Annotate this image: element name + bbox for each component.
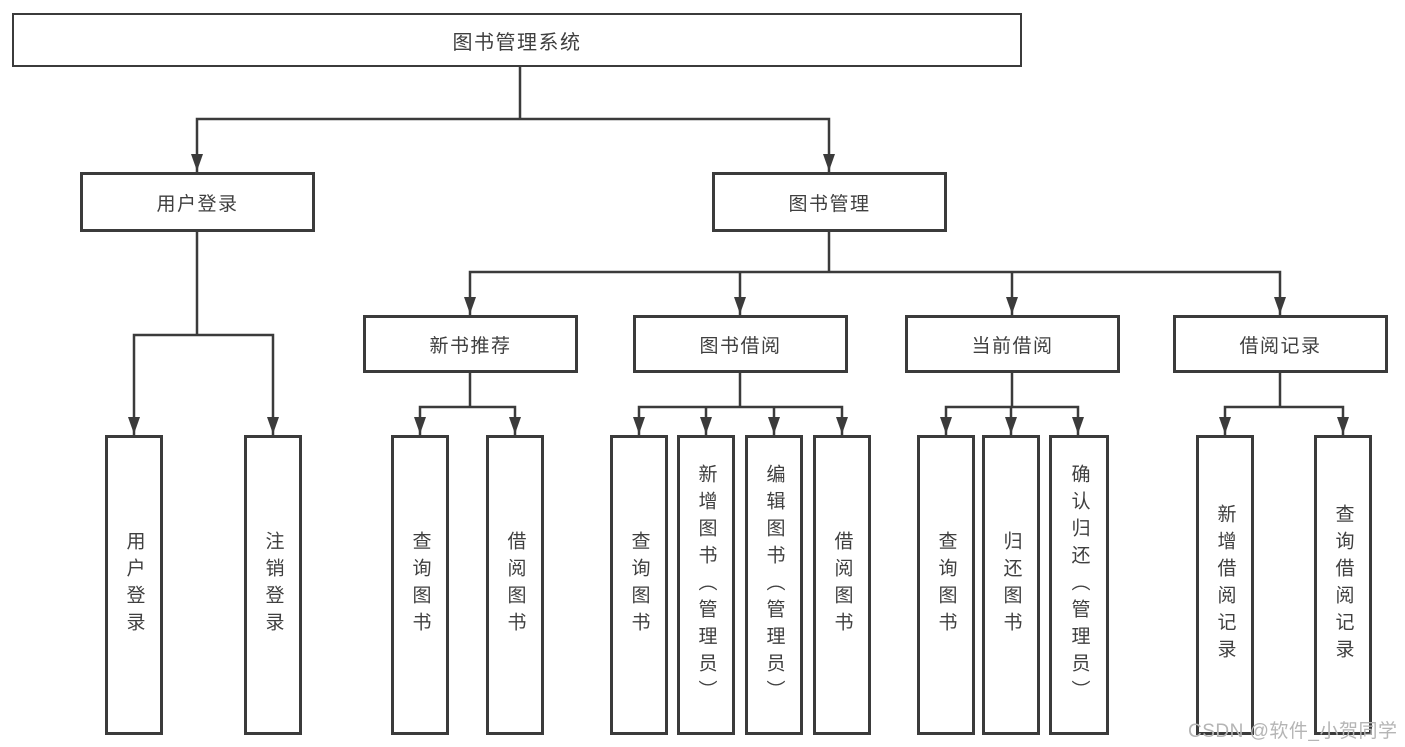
leaf-label: 新增借阅记录 bbox=[1214, 504, 1236, 666]
leaf-logout: 注销登录 bbox=[244, 435, 302, 735]
leaf-borrow-query-books: 查询图书 bbox=[610, 435, 668, 735]
leaf-label: 新增图书（管理员） bbox=[695, 463, 717, 707]
leaf-label: 借阅图书 bbox=[831, 531, 853, 639]
arrowhead bbox=[414, 417, 426, 434]
leaf-label: 编辑图书（管理员） bbox=[763, 463, 785, 707]
leaf-label: 查询图书 bbox=[628, 531, 650, 639]
leaf-record-query-borrow-record: 查询借阅记录 bbox=[1314, 435, 1372, 735]
arrowhead bbox=[267, 417, 279, 434]
arrowhead bbox=[823, 154, 835, 171]
leaf-label: 查询图书 bbox=[409, 531, 431, 639]
arrowhead bbox=[1072, 417, 1084, 434]
leaf-newbook-query-books: 查询图书 bbox=[391, 435, 449, 735]
leaf-borrow-add-books-admin: 新增图书（管理员） bbox=[677, 435, 735, 735]
node-current-borrowing: 当前借阅 bbox=[905, 315, 1120, 373]
leaf-current-query-books: 查询图书 bbox=[917, 435, 975, 735]
node-borrowing-records: 借阅记录 bbox=[1173, 315, 1388, 373]
leaf-label: 确认归还（管理员） bbox=[1068, 463, 1090, 707]
node-book-borrowing: 图书借阅 bbox=[633, 315, 848, 373]
arrowhead bbox=[1006, 297, 1018, 314]
node-book-management-branch: 图书管理 bbox=[712, 172, 947, 232]
leaf-label: 查询图书 bbox=[935, 531, 957, 639]
node-new-book-recommend: 新书推荐 bbox=[363, 315, 578, 373]
leaf-label: 查询借阅记录 bbox=[1332, 504, 1354, 666]
arrowhead bbox=[700, 417, 712, 434]
arrowhead bbox=[128, 417, 140, 434]
leaf-label: 归还图书 bbox=[1000, 531, 1022, 639]
arrowhead bbox=[509, 417, 521, 434]
leaf-label: 注销登录 bbox=[262, 531, 284, 639]
arrowhead bbox=[633, 417, 645, 434]
leaf-label: 借阅图书 bbox=[504, 531, 526, 639]
watermark-text: CSDN @软件_小贺同学 bbox=[1188, 721, 1398, 742]
arrowhead bbox=[1274, 297, 1286, 314]
arrowhead bbox=[464, 297, 476, 314]
arrowhead bbox=[1219, 417, 1231, 434]
arrowhead bbox=[768, 417, 780, 434]
leaf-label: 用户登录 bbox=[123, 531, 145, 639]
arrowhead bbox=[734, 297, 746, 314]
leaf-borrow-edit-books-admin: 编辑图书（管理员） bbox=[745, 435, 803, 735]
arrowhead bbox=[1337, 417, 1349, 434]
node-user-login-branch: 用户登录 bbox=[80, 172, 315, 232]
node-root: 图书管理系统 bbox=[12, 13, 1022, 67]
arrowhead bbox=[836, 417, 848, 434]
leaf-borrow-borrow-books: 借阅图书 bbox=[813, 435, 871, 735]
arrowhead bbox=[191, 154, 203, 171]
leaf-current-confirm-return-admin: 确认归还（管理员） bbox=[1049, 435, 1109, 735]
arrowhead bbox=[940, 417, 952, 434]
leaf-current-return-books: 归还图书 bbox=[982, 435, 1040, 735]
leaf-record-add-borrow-record: 新增借阅记录 bbox=[1196, 435, 1254, 735]
leaf-newbook-borrow-books: 借阅图书 bbox=[486, 435, 544, 735]
leaf-user-login: 用户登录 bbox=[105, 435, 163, 735]
arrowhead bbox=[1005, 417, 1017, 434]
